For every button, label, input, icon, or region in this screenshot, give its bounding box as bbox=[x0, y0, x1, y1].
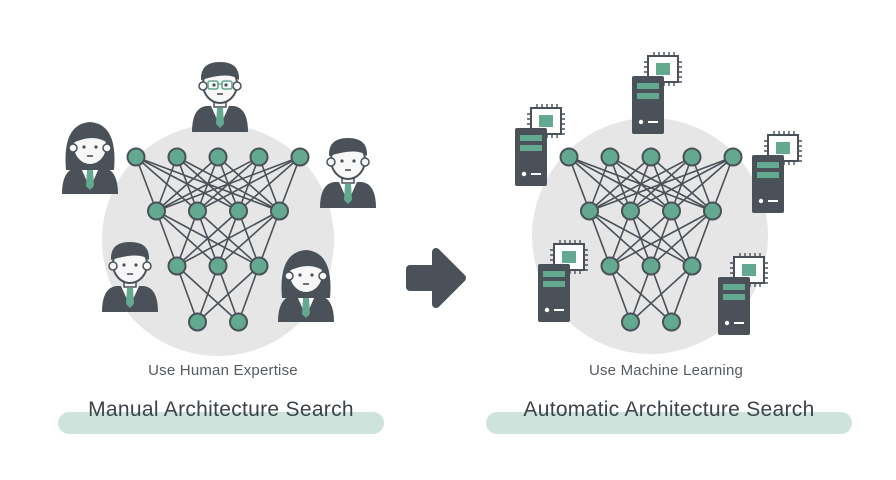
network-edge bbox=[217, 210, 281, 267]
human-expert-icon bbox=[278, 250, 334, 322]
network-edge bbox=[156, 156, 301, 212]
network-edge bbox=[588, 210, 611, 267]
right-subtitle: Use Machine Learning bbox=[588, 362, 744, 379]
network-edge bbox=[237, 265, 260, 323]
network-node bbox=[580, 201, 599, 221]
left-background-circle bbox=[102, 124, 334, 356]
network-edge bbox=[155, 156, 178, 212]
network-node bbox=[662, 201, 681, 221]
network-edge bbox=[176, 265, 199, 323]
network-edge bbox=[176, 210, 280, 267]
network-edge bbox=[588, 156, 652, 212]
network-edge bbox=[609, 210, 632, 267]
network-node bbox=[723, 147, 743, 167]
computer-servers bbox=[515, 52, 802, 335]
network-node bbox=[600, 256, 620, 276]
network-node bbox=[229, 201, 248, 221]
human-expert-icon bbox=[102, 242, 158, 312]
network-node bbox=[249, 147, 269, 167]
network-edge bbox=[176, 210, 240, 267]
network-node bbox=[559, 147, 579, 167]
computer-server-icon bbox=[752, 131, 802, 213]
network-edge bbox=[196, 265, 219, 323]
network-edge bbox=[155, 210, 178, 267]
network-node bbox=[662, 312, 681, 332]
network-node bbox=[703, 201, 722, 221]
network-edge bbox=[650, 210, 714, 267]
network-node bbox=[167, 147, 187, 167]
network-edge bbox=[197, 156, 301, 212]
network-node bbox=[621, 312, 640, 332]
network-node bbox=[229, 312, 248, 332]
network-edge bbox=[629, 265, 693, 323]
network-node bbox=[208, 256, 228, 276]
computer-server-icon bbox=[632, 52, 682, 134]
network-edge bbox=[630, 156, 734, 212]
network-node bbox=[208, 147, 228, 167]
right-panel: Use Machine Learning Automatic Architect… bbox=[472, 0, 860, 480]
network-edge bbox=[237, 156, 301, 212]
right-title: Automatic Architecture Search bbox=[523, 398, 815, 421]
network-edge bbox=[609, 210, 713, 267]
right-neural-network bbox=[559, 147, 743, 332]
network-edge bbox=[196, 265, 260, 323]
network-edge bbox=[691, 210, 714, 267]
arrow-right-icon bbox=[406, 248, 466, 308]
network-edge bbox=[670, 265, 693, 323]
network-node bbox=[126, 147, 146, 167]
right-title-pill: Automatic Architecture Search bbox=[486, 398, 852, 438]
network-node bbox=[290, 147, 310, 167]
network-node bbox=[188, 201, 207, 221]
network-edge bbox=[609, 265, 632, 323]
network-edge bbox=[278, 156, 301, 212]
left-title-highlight bbox=[58, 412, 384, 434]
network-edge bbox=[176, 210, 199, 267]
network-edge bbox=[258, 210, 281, 267]
network-edge bbox=[629, 265, 652, 323]
network-edge bbox=[670, 156, 734, 212]
network-edge bbox=[155, 156, 219, 212]
network-node bbox=[600, 147, 620, 167]
network-edge bbox=[711, 156, 734, 212]
computer-server-icon bbox=[538, 240, 588, 322]
human-experts bbox=[62, 62, 376, 322]
network-node bbox=[249, 256, 269, 276]
right-title-highlight bbox=[486, 412, 852, 434]
left-neural-network bbox=[126, 147, 310, 332]
left-title: Manual Architecture Search bbox=[88, 398, 354, 421]
human-expert-icon bbox=[320, 138, 376, 208]
left-panel: Use Human Expertise Manual Architecture … bbox=[38, 0, 408, 480]
network-node bbox=[270, 201, 289, 221]
network-edge bbox=[609, 210, 673, 267]
network-edge bbox=[589, 156, 693, 212]
computer-server-icon bbox=[515, 104, 565, 186]
left-title-pill: Manual Architecture Search bbox=[58, 398, 384, 438]
network-edge bbox=[589, 156, 734, 212]
network-edge bbox=[588, 156, 611, 212]
network-edge bbox=[135, 156, 158, 212]
network-edge bbox=[568, 156, 591, 212]
network-node bbox=[682, 256, 702, 276]
computer-server-icon bbox=[718, 253, 768, 335]
network-node bbox=[188, 312, 207, 332]
network-node bbox=[167, 256, 187, 276]
human-expert-icon bbox=[62, 122, 118, 194]
human-expert-icon bbox=[192, 62, 248, 132]
network-node bbox=[682, 147, 702, 167]
network-node bbox=[621, 201, 640, 221]
network-node bbox=[641, 147, 661, 167]
left-subtitle: Use Human Expertise bbox=[148, 362, 298, 379]
network-node bbox=[641, 256, 661, 276]
network-node bbox=[147, 201, 166, 221]
network-edge bbox=[156, 156, 260, 212]
